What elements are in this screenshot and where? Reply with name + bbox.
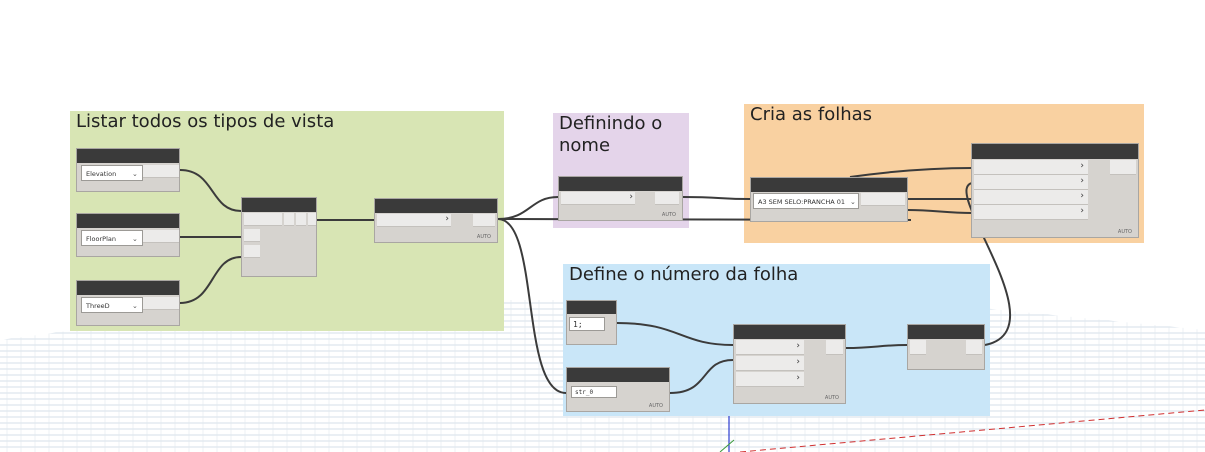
node-list-create[interactable] <box>241 197 317 277</box>
lacing-label: AUTO <box>824 395 839 401</box>
chevron-down-icon: ⌄ <box>850 198 856 206</box>
chevron-down-icon: ⌄ <box>132 302 138 310</box>
node-header <box>77 281 179 295</box>
chevron-right-icon: › <box>1080 206 1084 216</box>
node-header <box>567 368 669 382</box>
node-code-block[interactable]: 1; <box>566 300 617 345</box>
node-header <box>77 214 179 228</box>
lacing-label: AUTO <box>1117 229 1132 235</box>
chevron-right-icon: › <box>629 192 633 202</box>
output-row <box>308 213 316 226</box>
group-title: Cria as folhas <box>750 104 873 125</box>
output-row <box>143 297 179 310</box>
node-sheet-create[interactable]: › › › › AUTO <box>971 143 1139 238</box>
group-title: Listar todos os tipos de vista <box>76 111 335 132</box>
output-row <box>143 165 179 178</box>
input-row: › <box>736 372 804 387</box>
node-number-input[interactable]: str_0 AUTO <box>566 367 670 412</box>
node-view-type-threed[interactable]: ThreeD ⌄ <box>76 280 180 326</box>
dropdown-value: A3 SEM SELO:PRANCHA 01 <box>758 198 846 206</box>
node-header <box>751 178 907 192</box>
output-row <box>473 214 495 227</box>
group-title: Definindo o nome <box>559 113 663 156</box>
node-list-function[interactable]: › AUTO <box>374 198 498 243</box>
chevron-right-icon: › <box>1080 161 1084 171</box>
node-header <box>567 301 616 314</box>
output-row <box>1110 160 1136 175</box>
node-title-block[interactable]: A3 SEM SELO:PRANCHA 01 ⌄ <box>750 177 908 222</box>
node-view-type-floorplan[interactable]: FloorPlan ⌄ <box>76 213 180 257</box>
chevron-down-icon: ⌄ <box>132 235 138 243</box>
output-row <box>861 193 905 206</box>
dropdown-value: ThreeD <box>86 302 110 310</box>
output-row <box>966 340 982 355</box>
output-row <box>826 340 843 355</box>
node-view-type-elevation[interactable]: Elevation ⌄ <box>76 148 180 192</box>
lacing-label: AUTO <box>661 212 676 218</box>
view-type-dropdown[interactable]: ThreeD ⌄ <box>81 297 143 313</box>
input-row: › <box>974 160 1088 175</box>
input-row: › <box>974 175 1088 190</box>
input-row <box>244 213 282 226</box>
view-type-dropdown[interactable]: Elevation ⌄ <box>81 165 143 181</box>
group-title: Define o número da folha <box>569 264 799 285</box>
input-row: › <box>377 214 451 227</box>
node-string-concat[interactable] <box>907 324 985 370</box>
chevron-right-icon: › <box>445 214 449 224</box>
input-row <box>244 229 260 242</box>
input-row: › <box>974 205 1088 220</box>
title-block-dropdown[interactable]: A3 SEM SELO:PRANCHA 01 ⌄ <box>753 193 859 209</box>
view-type-dropdown[interactable]: FloorPlan ⌄ <box>81 230 143 246</box>
input-row: › <box>736 356 804 371</box>
code-block-input[interactable]: 1; <box>569 317 605 331</box>
node-nome[interactable]: › AUTO <box>558 176 683 221</box>
node-header <box>734 325 845 339</box>
output-row <box>296 213 306 226</box>
input-row: › <box>561 192 635 205</box>
output-row <box>655 192 679 205</box>
output-row <box>284 213 294 226</box>
dropdown-value: Elevation <box>86 170 117 178</box>
input-row: › <box>736 340 804 355</box>
lacing-label: AUTO <box>648 403 663 409</box>
lacing-label: AUTO <box>476 234 491 240</box>
chevron-right-icon: › <box>796 373 800 383</box>
node-header <box>77 149 179 163</box>
number-input-field[interactable]: str_0 <box>571 386 617 398</box>
output-row <box>143 230 179 243</box>
node-header <box>908 325 984 339</box>
node-header <box>972 144 1138 159</box>
node-sheet-number[interactable]: › › › AUTO <box>733 324 846 404</box>
node-header <box>559 177 682 191</box>
chevron-right-icon: › <box>796 341 800 351</box>
chevron-right-icon: › <box>1080 191 1084 201</box>
input-row <box>910 340 926 355</box>
node-header <box>375 199 497 213</box>
input-row: › <box>974 190 1088 205</box>
node-header <box>242 198 316 212</box>
chevron-right-icon: › <box>1080 176 1084 186</box>
input-row <box>244 245 260 258</box>
dropdown-value: FloorPlan <box>86 235 116 243</box>
chevron-down-icon: ⌄ <box>132 170 138 178</box>
chevron-right-icon: › <box>796 357 800 367</box>
